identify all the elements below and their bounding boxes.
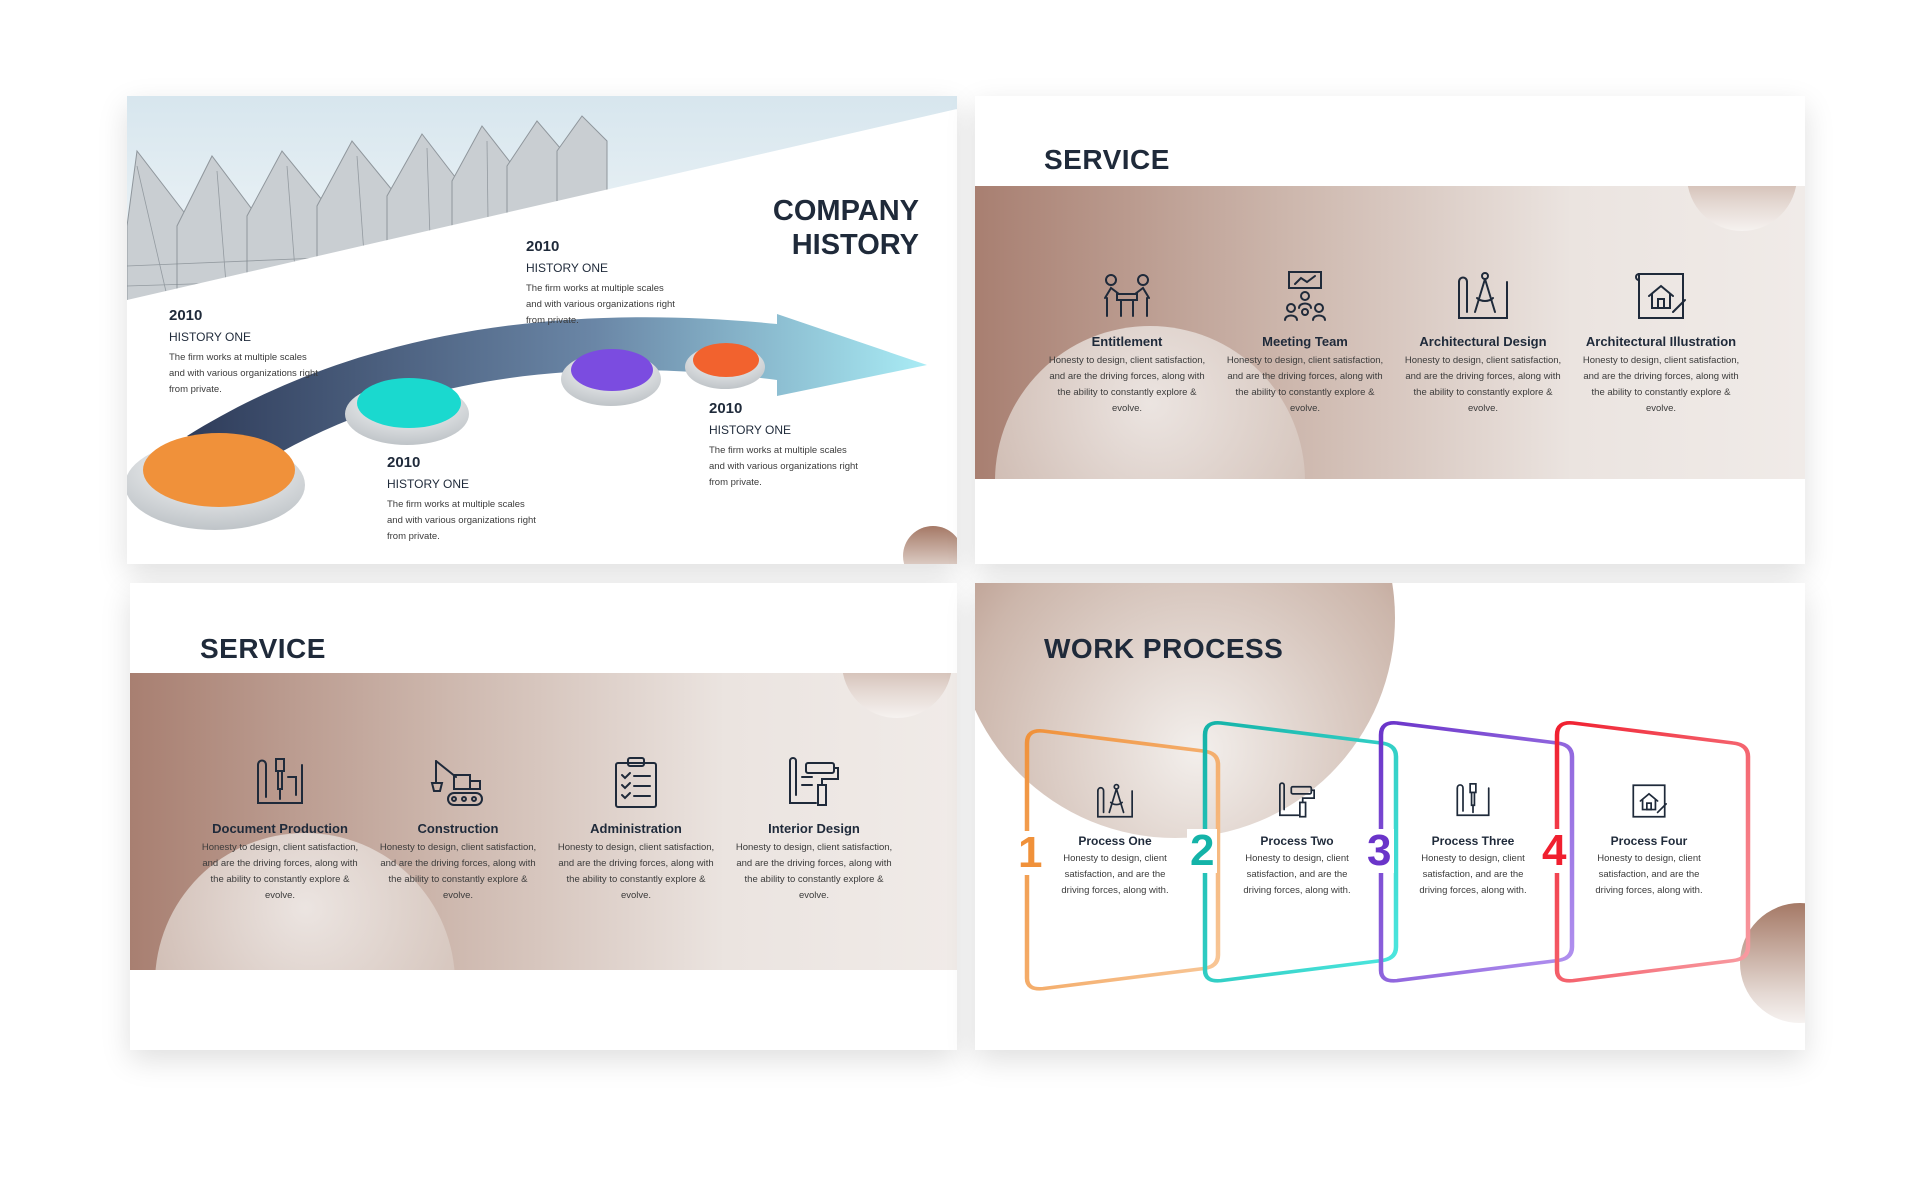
slide-work-process[interactable]: WORK PROCESS 1 2 3 4 Process O <box>975 583 1805 1050</box>
service-title: Administration <box>590 821 682 836</box>
blueprint-tools-icon <box>1456 783 1490 817</box>
process-title: Process Two <box>1260 834 1334 848</box>
service-desc: Honesty to design, client satisfaction, … <box>1582 355 1740 414</box>
service-title: Meeting Team <box>1262 334 1348 349</box>
history-year: 2010 <box>387 454 421 471</box>
history-year: 2010 <box>169 307 203 324</box>
service-title: Interior Design <box>768 821 860 836</box>
history-entry-3: 2010 HISTORY ONE The firm works at multi… <box>387 454 537 545</box>
page-title: COMPANY HISTORY <box>773 194 919 262</box>
slide-service-b[interactable]: SERVICE Document Production Honesty to d… <box>130 583 957 1050</box>
process-step-2[interactable]: Process Two Honesty to design, client sa… <box>1237 781 1357 899</box>
history-subtitle: HISTORY ONE <box>709 423 792 437</box>
history-subtitle: HISTORY ONE <box>526 261 609 275</box>
service-desc: Honesty to design, client satisfaction, … <box>201 842 359 901</box>
process-number: 2 <box>1187 829 1218 873</box>
history-year: 2010 <box>526 238 560 255</box>
architecture-photo <box>127 96 957 302</box>
page-title: SERVICE <box>1044 144 1170 175</box>
service-desc: Honesty to design, client satisfaction, … <box>1226 355 1384 414</box>
house-plan-icon <box>1635 273 1686 319</box>
history-entry-2: 2010 HISTORY ONE The firm works at multi… <box>526 238 676 329</box>
service-title: Construction <box>417 821 499 836</box>
history-subtitle: HISTORY ONE <box>169 330 252 344</box>
process-number: 3 <box>1364 829 1395 873</box>
service-title: Entitlement <box>1091 334 1163 349</box>
process-title: Process One <box>1078 834 1152 848</box>
service-desc: Honesty to design, client satisfaction, … <box>1048 355 1206 414</box>
service-title: Document Production <box>212 821 348 836</box>
process-desc: Honesty to design, client satisfaction, … <box>1595 853 1703 896</box>
dot-purple <box>561 349 661 406</box>
service-title: Architectural Illustration <box>1585 334 1737 349</box>
process-step-1[interactable]: Process One Honesty to design, client sa… <box>1055 781 1175 899</box>
history-desc: The firm works at multiple scales and wi… <box>169 352 318 395</box>
process-desc: Honesty to design, client satisfaction, … <box>1419 853 1527 896</box>
service-item-construction[interactable]: Construction Honesty to design, client s… <box>373 755 543 904</box>
frame-step-4 <box>1554 721 1751 983</box>
service-item-architectural-illustration[interactable]: Architectural Illustration Honesty to de… <box>1576 268 1746 417</box>
paint-roller-icon <box>1279 782 1315 818</box>
dot-orange <box>127 433 305 530</box>
excavator-icon <box>430 760 483 806</box>
service-desc: Honesty to design, client satisfaction, … <box>1404 355 1562 414</box>
service-band <box>975 186 1805 479</box>
service-item-architectural-design[interactable]: Architectural Design Honesty to design, … <box>1398 268 1568 417</box>
service-item-document-production[interactable]: Document Production Honesty to design, c… <box>195 755 365 904</box>
service-desc: Honesty to design, client satisfaction, … <box>557 842 715 901</box>
process-title: Process Four <box>1610 834 1688 848</box>
service-item-entitlement[interactable]: Entitlement Honesty to design, client sa… <box>1042 268 1212 417</box>
dot-teal <box>345 378 469 445</box>
paint-roller-icon <box>789 757 839 806</box>
process-title: Process Three <box>1431 834 1515 848</box>
history-entry-4: 2010 HISTORY ONE The firm works at multi… <box>709 400 859 491</box>
presentation-team-icon <box>1284 271 1326 321</box>
service-item-meeting-team[interactable]: Meeting Team Honesty to design, client s… <box>1220 268 1390 417</box>
page-title: WORK PROCESS <box>1044 633 1284 664</box>
process-step-3[interactable]: Process Three Honesty to design, client … <box>1413 781 1533 899</box>
history-desc: The firm works at multiple scales and wi… <box>709 445 858 488</box>
process-desc: Honesty to design, client satisfaction, … <box>1061 853 1169 896</box>
decor-bubble <box>1687 186 1797 231</box>
service-title: Architectural Design <box>1419 334 1547 349</box>
process-number: 4 <box>1539 829 1570 873</box>
history-subtitle: HISTORY ONE <box>387 477 470 491</box>
compass-blueprint-icon <box>1097 783 1133 818</box>
meeting-icon <box>1104 274 1150 317</box>
history-desc: The firm works at multiple scales and wi… <box>526 283 675 326</box>
service-desc: Honesty to design, client satisfaction, … <box>735 842 893 901</box>
slide-company-history[interactable]: COMPANY HISTORY <box>127 96 957 564</box>
timeline-dots <box>127 343 765 530</box>
title-line-1: COMPANY <box>772 195 919 227</box>
process-desc: Honesty to design, client satisfaction, … <box>1243 853 1351 896</box>
slide-service-a[interactable]: SERVICE Entitlement Honesty to design, c… <box>975 96 1805 564</box>
decor-bubble <box>842 673 952 718</box>
history-entry-1: 2010 HISTORY ONE The firm works at multi… <box>169 307 319 398</box>
process-frames <box>1024 721 1751 991</box>
history-year: 2010 <box>709 400 743 417</box>
house-plan-icon <box>1632 784 1667 818</box>
process-number: 1 <box>1015 831 1046 875</box>
process-step-4[interactable]: Process Four Honesty to design, client s… <box>1589 781 1709 899</box>
clipboard-checklist-icon <box>615 757 657 808</box>
service-band <box>130 673 957 970</box>
blueprint-tools-icon <box>257 758 303 804</box>
service-item-interior-design[interactable]: Interior Design Honesty to design, clien… <box>729 755 899 904</box>
dot-red-orange <box>685 343 765 389</box>
compass-blueprint-icon <box>1458 272 1508 319</box>
service-desc: Honesty to design, client satisfaction, … <box>379 842 537 901</box>
service-item-administration[interactable]: Administration Honesty to design, client… <box>551 755 721 904</box>
page-title: SERVICE <box>200 633 326 664</box>
title-line-2: HISTORY <box>791 229 919 261</box>
history-desc: The firm works at multiple scales and wi… <box>387 499 536 542</box>
